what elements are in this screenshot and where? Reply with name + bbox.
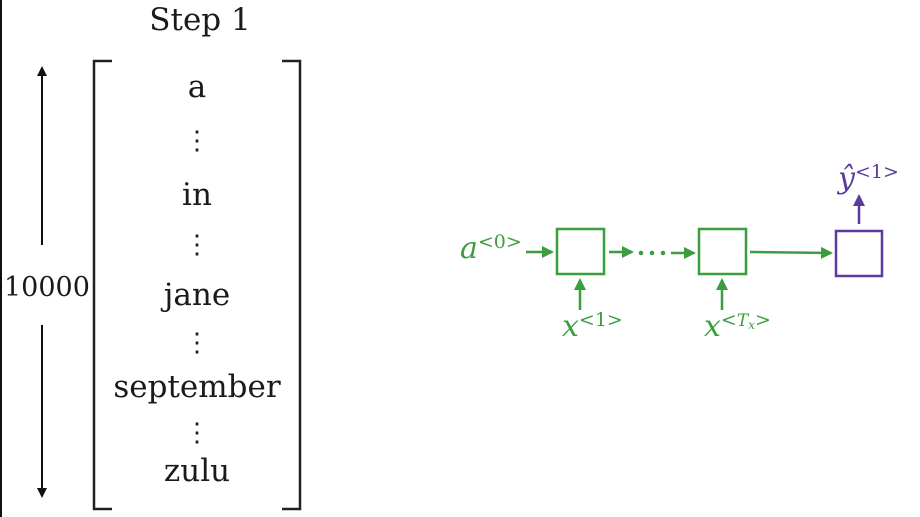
- label-yhat1: ŷ<1>: [838, 160, 899, 196]
- to-output-arrow-icon: [749, 246, 833, 259]
- vocab-ellipsis: ⋮: [184, 230, 210, 260]
- rnn-cell-tx: [697, 227, 748, 276]
- vocab-ellipsis: ⋮: [184, 328, 210, 358]
- vocab-ellipsis: ⋮: [184, 418, 210, 448]
- ellipsis-dots-icon: [638, 250, 666, 256]
- vocab-word-a: a: [187, 69, 207, 105]
- rnn-cell-1: [555, 227, 606, 276]
- label-xtx: x<Tx>: [704, 308, 771, 344]
- label-x1: x<1>: [562, 308, 623, 344]
- vocab-word-in: in: [182, 177, 212, 213]
- left-bracket: [92, 59, 112, 511]
- right-bracket: [282, 59, 302, 511]
- vocab-word-jane: jane: [163, 277, 231, 313]
- vocab-ellipsis: ⋮: [184, 126, 210, 156]
- left-border: [0, 0, 2, 517]
- vocab-word-zulu: zulu: [163, 453, 231, 489]
- output-cell: [834, 229, 884, 278]
- step-title: Step 1: [149, 2, 251, 38]
- vocab-word-september: september: [113, 369, 281, 405]
- label-a0: a<0>: [460, 230, 522, 266]
- vocab-size-label: 10000: [4, 272, 90, 303]
